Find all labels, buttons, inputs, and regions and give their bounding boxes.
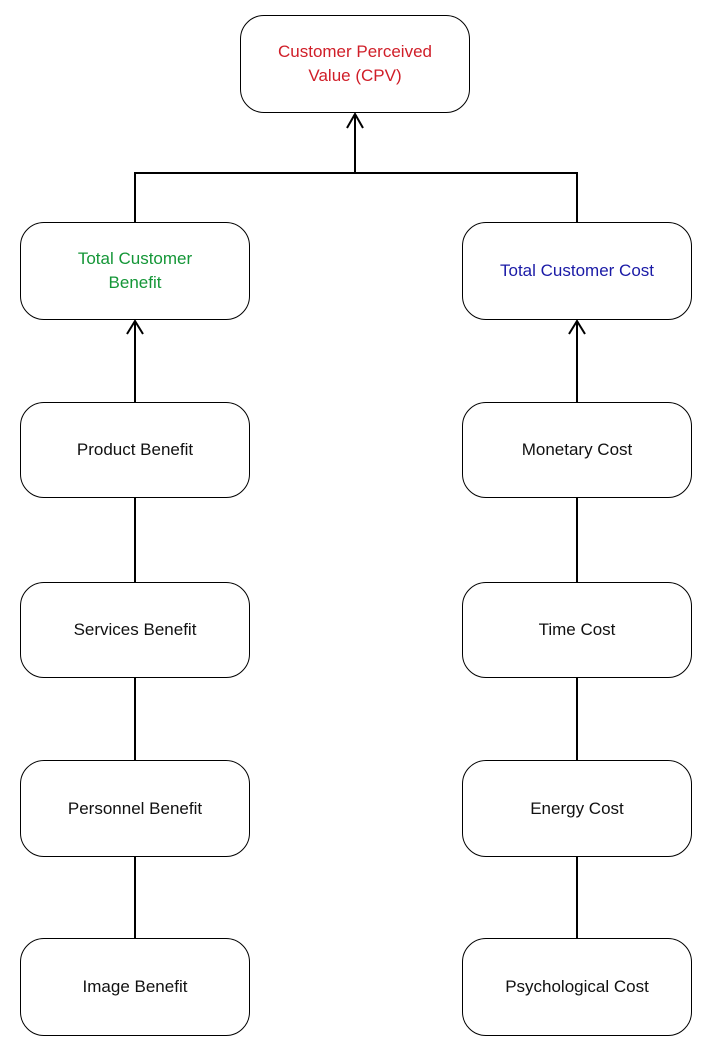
node-monetary-cost: Monetary Cost	[462, 402, 692, 498]
node-product-benefit: Product Benefit	[20, 402, 250, 498]
node-personnel-benefit: Personnel Benefit	[20, 760, 250, 857]
node-psychological-cost: Psychological Cost	[462, 938, 692, 1036]
edge-monetary-to-total-cost-arrowhead	[568, 319, 586, 335]
node-time-cost: Time Cost	[462, 582, 692, 678]
node-services-benefit: Services Benefit	[20, 582, 250, 678]
edge-totals-to-cpv-arrowhead	[346, 111, 364, 129]
node-total-customer-benefit: Total Customer Benefit	[20, 222, 250, 320]
node-customer-perceived-value: Customer Perceived Value (CPV)	[240, 15, 470, 113]
edge-product-to-total-benefit-arrowhead	[126, 319, 144, 335]
node-energy-cost: Energy Cost	[462, 760, 692, 857]
node-image-benefit: Image Benefit	[20, 938, 250, 1036]
node-total-customer-cost: Total Customer Cost	[462, 222, 692, 320]
